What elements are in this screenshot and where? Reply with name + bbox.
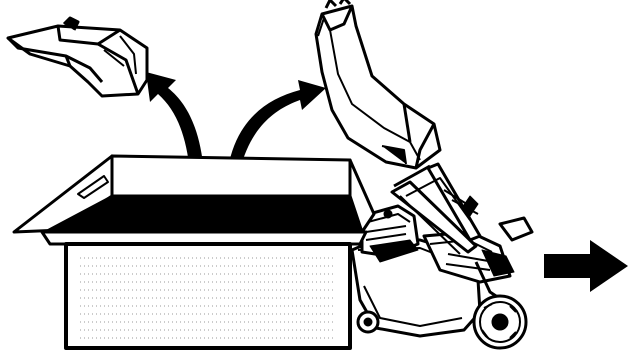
shipping-carton (14, 156, 374, 348)
grass-catcher-bag (316, 0, 440, 168)
arrow-out-right (228, 80, 326, 170)
lawn-mower (352, 164, 532, 348)
arrow-pull-right (544, 240, 628, 292)
mulching-plug (8, 18, 147, 96)
